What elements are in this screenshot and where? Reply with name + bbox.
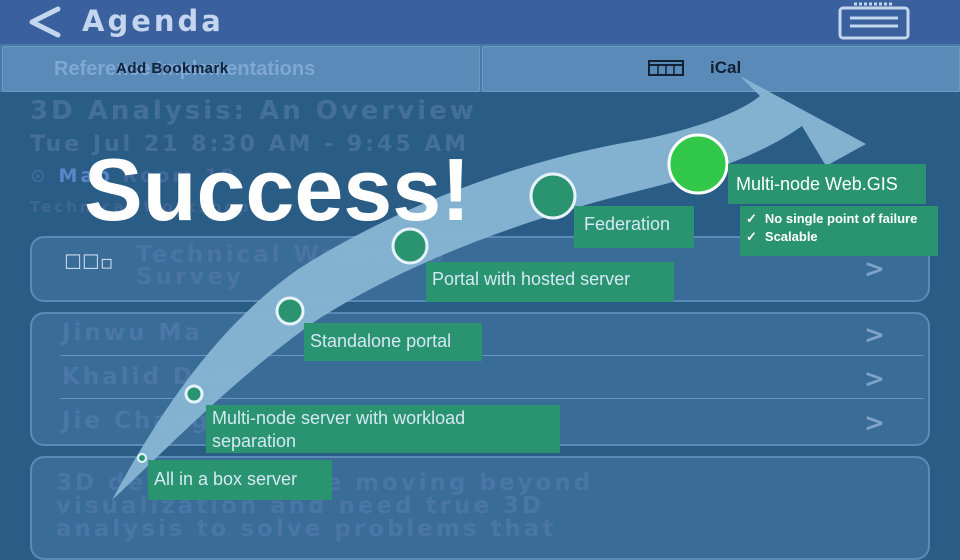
feature-text: Scalable: [764, 229, 818, 244]
divider: [60, 355, 924, 356]
step-label-multi-node-server: Multi-node server with workload separati…: [206, 405, 560, 453]
session-title: 3D Analysis: An Overview: [30, 96, 477, 126]
chevron-right-icon: >: [864, 408, 885, 437]
survey-icon: ☐☐▫: [64, 250, 114, 274]
step-label-all-in-a-box: All in a box server: [148, 460, 332, 500]
session-type: Technical Workshop: [30, 198, 252, 216]
calendar-icon: [648, 60, 684, 76]
divider: [60, 398, 924, 399]
feature-item: ✓ No single point of failure: [746, 210, 932, 228]
step-marker: [529, 172, 577, 220]
reference-label: Reference Implementations: [54, 58, 316, 80]
ical-label: iCal: [710, 58, 742, 77]
session-time: Tue Jul 21 8:30 AM - 9:45 AM: [30, 132, 470, 157]
session-location: ⊙ Map Room 10: [30, 165, 237, 187]
feature-item: ✓ Scalable: [746, 228, 932, 246]
step-marker: [667, 133, 729, 195]
description-line: visualization and need true 3D: [56, 493, 545, 519]
chevron-right-icon: >: [864, 320, 885, 349]
feature-text: No single point of failure: [764, 211, 918, 226]
feature-list: ✓ No single point of failure ✓ Scalable: [740, 206, 938, 256]
toolbar: [0, 44, 960, 92]
room-label: Room 10: [122, 165, 238, 187]
step-label-portal-hosted-server: Portal with hosted server: [426, 262, 674, 302]
step-label-federation: Federation: [574, 206, 694, 248]
step-label-standalone-portal: Standalone portal: [304, 323, 482, 361]
add-bookmark-label: Add Bookmark: [116, 60, 229, 77]
step-marker: [391, 227, 429, 265]
description-line: analysis to solve problems that: [56, 516, 557, 542]
speaker-row[interactable]: Jinwu Ma: [62, 320, 203, 346]
notes-icon[interactable]: [836, 2, 912, 42]
survey-line-2: Survey: [136, 264, 244, 290]
app-header: Agenda: [0, 0, 960, 44]
page-title: Agenda: [82, 4, 224, 38]
location-pin-icon: ⊙: [30, 165, 49, 187]
add-bookmark-button[interactable]: [2, 46, 480, 92]
map-link[interactable]: Map: [58, 165, 113, 187]
growth-path-arrow: [112, 76, 866, 500]
arrow-body: [112, 76, 866, 500]
step-marker: [137, 453, 147, 463]
chevron-right-icon: >: [864, 364, 885, 393]
ical-button[interactable]: [482, 46, 960, 92]
chevron-left-icon[interactable]: [22, 6, 66, 38]
step-label-multi-node-webgis: Multi-node Web.GIS: [728, 164, 926, 204]
step-marker: [275, 296, 305, 326]
success-headline: Success!: [84, 140, 471, 239]
step-marker: [184, 384, 204, 404]
check-icon: ✓: [746, 211, 757, 226]
check-icon: ✓: [746, 229, 757, 244]
chevron-right-icon: >: [864, 254, 885, 283]
